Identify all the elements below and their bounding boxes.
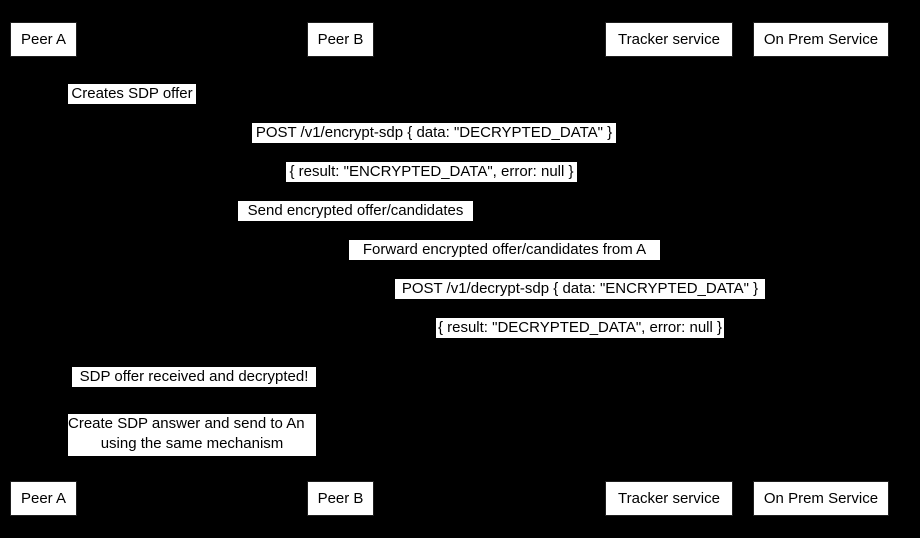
participant-label: Peer B: [317, 490, 364, 507]
participant-footer-on-prem-service[interactable]: On Prem Service: [753, 481, 889, 516]
message-label-3: { result: "ENCRYPTED_DATA", error: null …: [286, 162, 577, 182]
participant-label: On Prem Service: [763, 490, 879, 507]
participant-label: Peer B: [317, 31, 364, 48]
message-label-9: Create SDP answer and send to An using t…: [68, 414, 316, 456]
participant-on-prem-service[interactable]: On Prem Service: [753, 22, 889, 57]
participant-footer-peer-a[interactable]: Peer A: [10, 481, 77, 516]
participant-label: Peer A: [20, 490, 67, 507]
message-label-8: SDP offer received and decrypted!: [72, 367, 316, 387]
message-label-5: Forward encrypted offer/candidates from …: [349, 240, 660, 260]
message-label-6: POST /v1/decrypt-sdp { data: "ENCRYPTED_…: [395, 279, 765, 299]
participant-label: Tracker service: [618, 31, 720, 48]
participant-label: Peer A: [20, 31, 67, 48]
message-label-7: { result: "DECRYPTED_DATA", error: null …: [436, 318, 724, 338]
participant-peer-b[interactable]: Peer B: [307, 22, 374, 57]
participant-footer-peer-b[interactable]: Peer B: [307, 481, 374, 516]
participant-footer-tracker-service[interactable]: Tracker service: [605, 481, 733, 516]
arrow-message-8: [340, 377, 500, 378]
lifeline-on-prem: [821, 57, 822, 481]
lifeline-peer-b: [340, 57, 341, 481]
message-label-9-line-2: using the same mechanism: [100, 435, 284, 452]
participant-peer-a[interactable]: Peer A: [10, 22, 77, 57]
participant-label: Tracker service: [618, 490, 720, 507]
message-label-2: POST /v1/encrypt-sdp { data: "DECRYPTED_…: [252, 123, 616, 143]
lifeline-tracker: [669, 57, 670, 481]
lifeline-peer-a: [43, 57, 44, 481]
message-label-9-line-1: Create SDP answer and send to An: [68, 415, 305, 432]
message-label-4: Send encrypted offer/candidates: [238, 201, 473, 221]
participant-label: On Prem Service: [763, 31, 879, 48]
message-label-1: Creates SDP offer: [68, 84, 196, 104]
participant-tracker-service[interactable]: Tracker service: [605, 22, 733, 57]
